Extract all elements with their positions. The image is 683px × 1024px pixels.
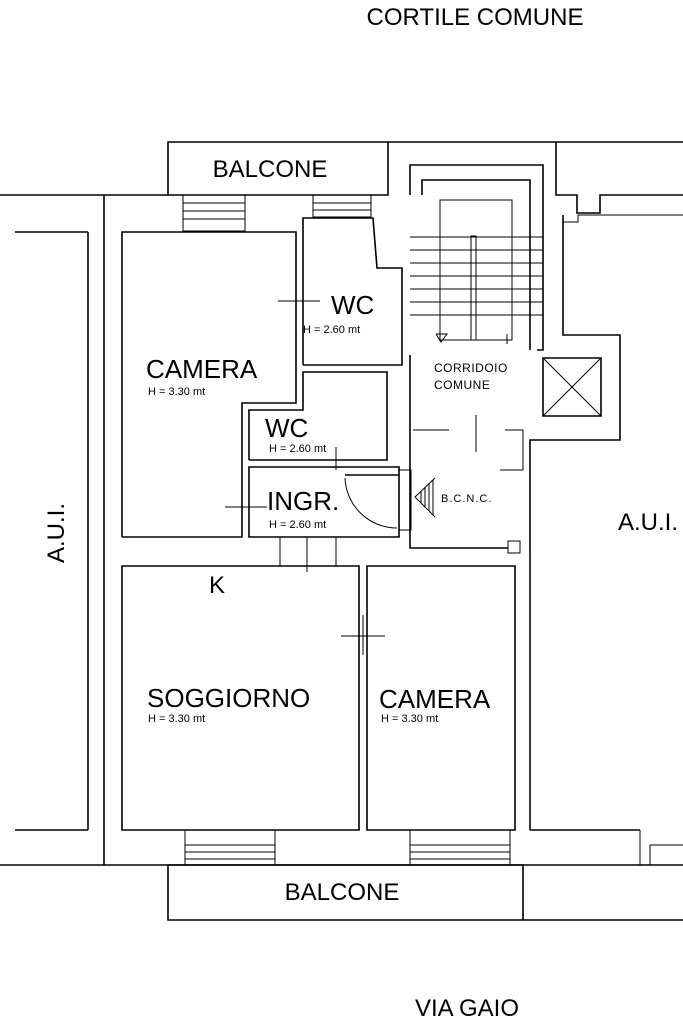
entrance-door <box>345 470 411 530</box>
elevator-icon <box>543 358 601 416</box>
balcony-bottom <box>168 865 683 920</box>
camera-top-label: CAMERA <box>146 354 258 384</box>
camera-bottom-height: H = 3.30 mt <box>381 713 438 725</box>
soggiorno-height: H = 3.30 mt <box>148 713 205 725</box>
wc-top-label: WC <box>331 290 374 320</box>
camera-bottom-label: CAMERA <box>379 684 491 714</box>
wc-top-height: H = 2.60 mt <box>303 324 360 336</box>
wc-mid-label: WC <box>265 413 308 443</box>
via-label: VIA GAIO <box>415 995 519 1022</box>
ingresso-height: H = 2.60 mt <box>269 519 326 531</box>
window-bottom-soggiorno <box>185 830 275 865</box>
window-top-camera <box>183 195 245 231</box>
aui-right-label: A.U.I. <box>618 509 678 536</box>
cortile-label: CORTILE COMUNE <box>367 4 584 31</box>
soggiorno-label: SOGGIORNO <box>147 683 310 713</box>
bcnc-label: B.C.N.C. <box>441 493 492 505</box>
passage-ingresso-soggiorno <box>280 537 336 572</box>
balcony-top-label: BALCONE <box>213 156 328 183</box>
kitchen-label: K <box>209 572 225 599</box>
bcnc-hatch-icon <box>415 478 435 517</box>
window-bottom-camera <box>410 830 510 865</box>
corridoio-label-line1: CORRIDOIO <box>434 361 508 375</box>
wc-mid-height: H = 2.60 mt <box>269 443 326 455</box>
room-camera-bottom <box>367 566 515 830</box>
ingresso-label: INGR. <box>267 486 339 516</box>
room-camera-top <box>122 232 296 537</box>
room-wc-top <box>303 218 402 365</box>
corridoio-label-line2: COMUNE <box>434 378 490 392</box>
stairwell <box>410 165 543 548</box>
aui-left-label: A.U.I. <box>43 503 70 563</box>
room-soggiorno <box>122 566 359 830</box>
balcony-top <box>168 142 683 195</box>
right-unit-outline <box>508 142 683 865</box>
room-wc-mid <box>249 372 387 460</box>
camera-top-height: H = 3.30 mt <box>148 386 205 398</box>
building-outline <box>0 195 683 865</box>
balcony-bottom-label: BALCONE <box>285 879 400 906</box>
window-top-wc <box>313 195 371 217</box>
door-ticks <box>225 282 385 655</box>
